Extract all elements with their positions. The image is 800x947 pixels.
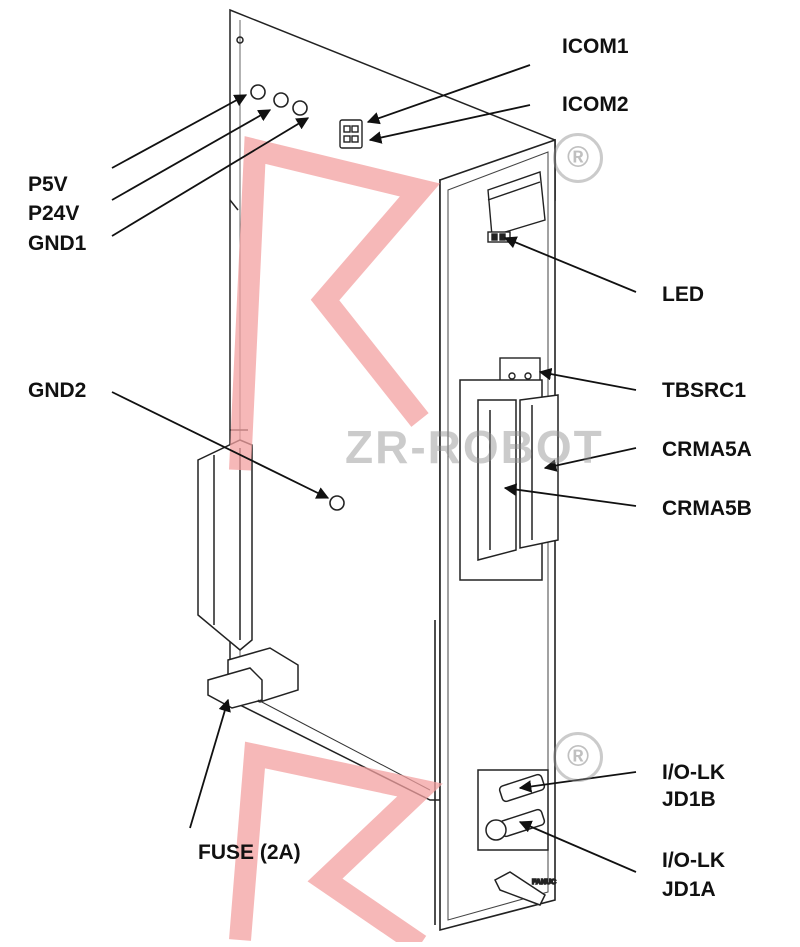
leader-crma5a <box>543 447 637 472</box>
leader-icom2 <box>368 104 531 144</box>
leader-p5v <box>111 94 248 169</box>
label-iolk-jd1b-line1: I/O-LK <box>662 761 725 784</box>
label-crma5a: CRMA5A <box>662 438 752 461</box>
label-gnd1: GND1 <box>28 232 87 255</box>
board-marking-text: FANUC <box>532 879 556 886</box>
leader-fuse <box>189 698 231 829</box>
label-p5v: P5V <box>28 173 68 196</box>
backplane-connector <box>197 439 253 651</box>
crma5-slots <box>459 379 559 581</box>
icom-connector <box>339 119 363 149</box>
watermark-shapes <box>229 136 443 947</box>
label-tbsrc1: TBSRC1 <box>662 379 747 402</box>
leader-icom1 <box>366 64 531 125</box>
label-crma5b: CRMA5B <box>662 497 752 520</box>
watermark-text: ZR-ROBOT <box>345 421 604 473</box>
io-link-ports <box>477 769 549 851</box>
label-icom2: ICOM2 <box>562 93 629 116</box>
label-p24v: P24V <box>28 202 80 225</box>
test-pins <box>250 84 345 511</box>
leader-gnd1 <box>111 117 310 237</box>
top-latch <box>487 171 546 243</box>
label-fuse: FUSE (2A) <box>198 841 301 864</box>
registered-mark-top: ® <box>553 133 603 183</box>
label-led: LED <box>662 283 704 306</box>
label-gnd2: GND2 <box>28 379 87 402</box>
leader-p24v <box>111 109 272 201</box>
label-iolk-jd1b-line2: JD1B <box>662 788 716 811</box>
leader-tbsrc1 <box>538 367 637 391</box>
label-iolk-jd1a-line2: JD1A <box>662 878 716 901</box>
leader-jd1a <box>518 820 637 873</box>
registered-mark-bottom: ® <box>553 732 603 782</box>
leader-crma5b <box>503 483 637 507</box>
leader-lines <box>111 64 637 873</box>
leader-gnd2 <box>111 391 330 499</box>
bottom-ejector: FANUC <box>494 871 557 906</box>
label-iolk-jd1a-line1: I/O-LK <box>662 849 725 872</box>
leader-led <box>503 236 637 293</box>
label-icom1: ICOM1 <box>562 35 629 58</box>
